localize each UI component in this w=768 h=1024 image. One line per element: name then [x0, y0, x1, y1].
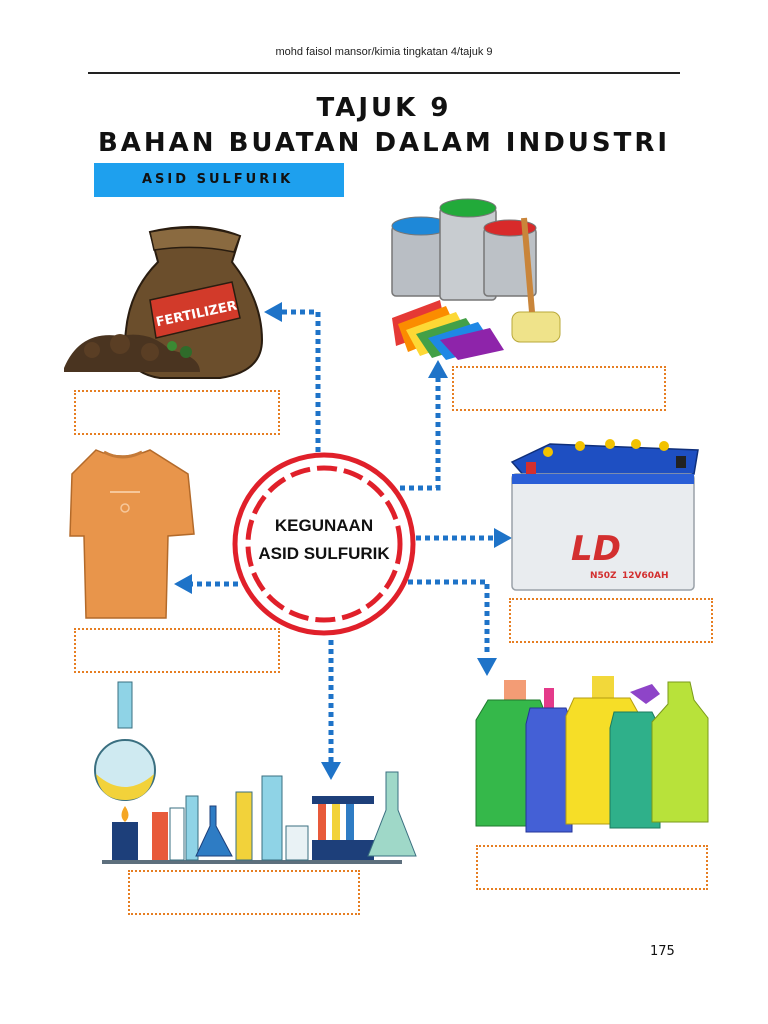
center-label-line2: ASID SULFURIK: [258, 544, 390, 563]
arrow-head-fertilizer: [264, 302, 282, 322]
arrow-head-lab: [321, 762, 341, 780]
answer-box-paint[interactable]: [452, 366, 666, 411]
arrow-head-textile: [174, 574, 192, 594]
arrow-head-detergent: [477, 658, 497, 676]
header-rule: [88, 72, 680, 74]
page-number: 175: [650, 944, 675, 959]
answer-box-lab[interactable]: [128, 870, 360, 915]
answer-box-detergent[interactable]: [476, 845, 708, 890]
center-label-line1: KEGUNAAN: [274, 516, 374, 535]
topic-banner: ASID SULFURIK: [94, 163, 344, 197]
arrow-head-paint: [428, 360, 448, 378]
answer-box-textile[interactable]: [74, 628, 280, 673]
center-circle: [232, 452, 416, 636]
answer-box-battery[interactable]: [509, 598, 713, 643]
answer-box-fertilizer[interactable]: [74, 390, 280, 435]
center-label: KEGUNAAN ASID SULFURIK: [232, 512, 416, 568]
chapter-subtitle: BAHAN BUATAN DALAM INDUSTRI: [97, 128, 671, 158]
arrow-head-battery: [494, 528, 512, 548]
page-header: mohd faisol mansor/kimia tingkatan 4/taj…: [275, 46, 493, 58]
chapter-title: TAJUK 9: [316, 93, 452, 123]
